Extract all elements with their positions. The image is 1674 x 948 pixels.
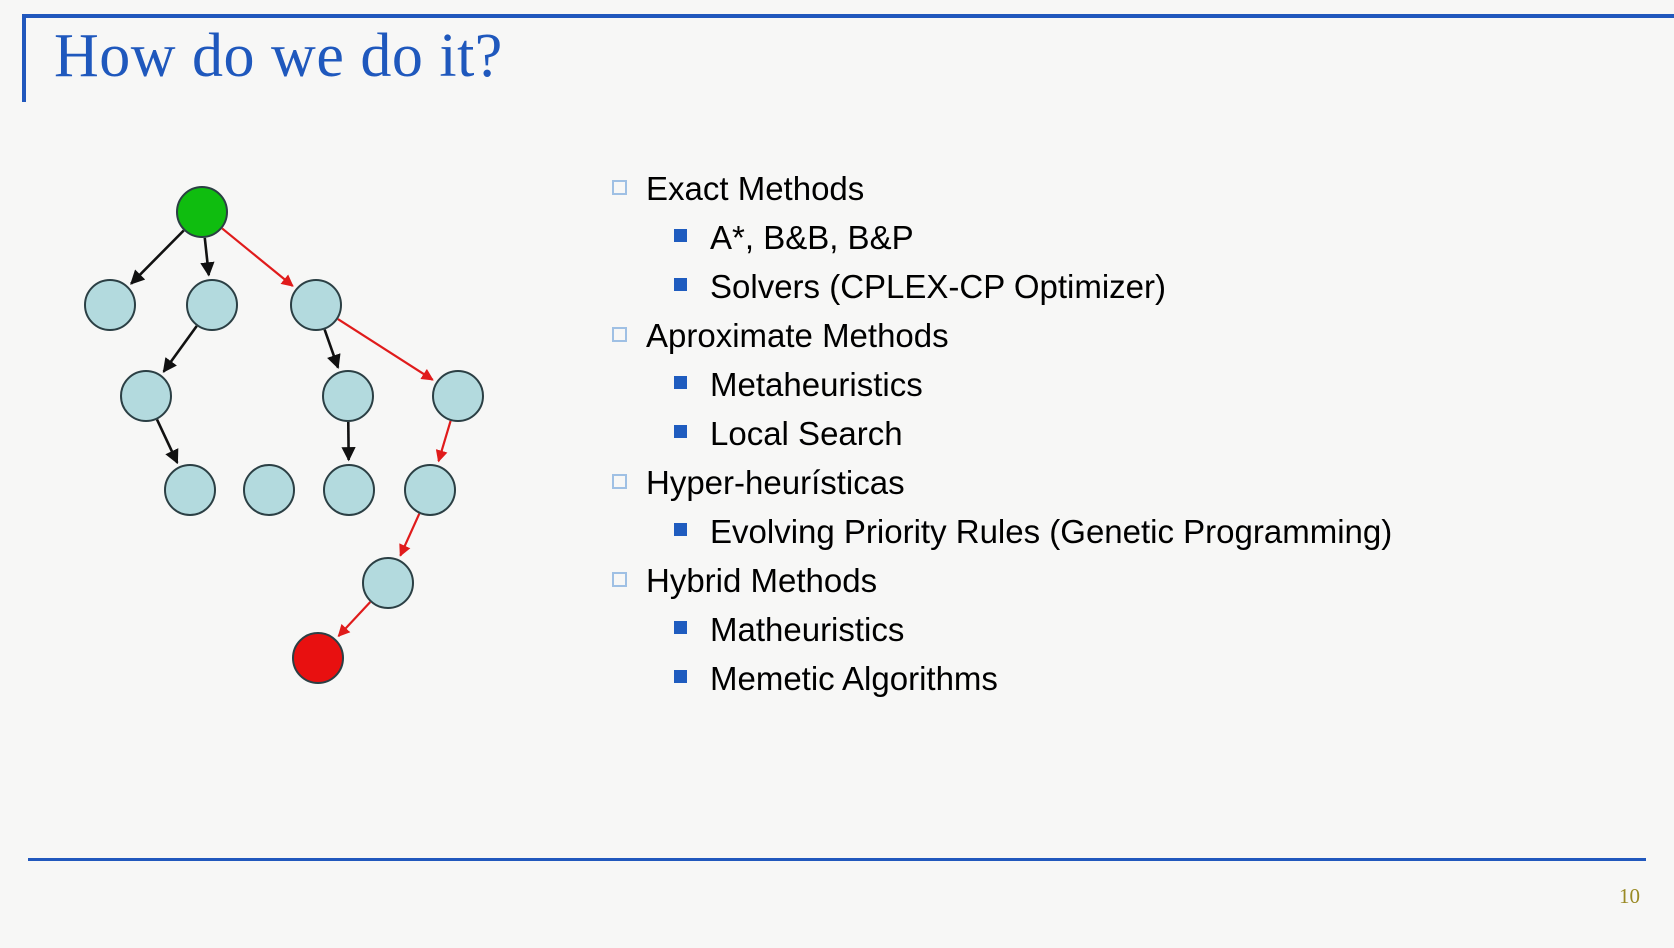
bullet-item: Local Search (612, 409, 1652, 458)
bullet-label: Local Search (710, 415, 903, 452)
tree-node (404, 464, 456, 516)
bullet-label: Hyper-heurísticas (646, 464, 905, 501)
tree-node (186, 279, 238, 331)
title-rule-top (22, 14, 1674, 18)
bullet-label: Aproximate Methods (646, 317, 949, 354)
bullet-item: A*, B&B, B&P (612, 213, 1652, 262)
bullet-label: Exact Methods (646, 170, 865, 207)
bullet-label: A*, B&B, B&P (710, 219, 914, 256)
tree-node (432, 370, 484, 422)
bullet-label: Solvers (CPLEX-CP Optimizer) (710, 268, 1166, 305)
bullet-label: Hybrid Methods (646, 562, 878, 599)
tree-node-root (176, 186, 228, 238)
tree-node (362, 557, 414, 609)
bullet-item: Memetic Algorithms (612, 654, 1652, 703)
tree-edge (155, 418, 179, 465)
bullet-label: Metaheuristics (710, 366, 923, 403)
search-tree-diagram (40, 150, 560, 710)
bullet-label: Evolving Priority Rules (Genetic Program… (710, 513, 1393, 550)
tree-node (164, 464, 216, 516)
tree-edge-path (337, 601, 372, 637)
bullet-item: Aproximate Methods (612, 311, 1652, 360)
bullet-item: Matheuristics (612, 605, 1652, 654)
tree-edge-path (435, 420, 452, 463)
bullet-item: Metaheuristics (612, 360, 1652, 409)
title-rule-left (22, 14, 26, 102)
bullet-label: Matheuristics (710, 611, 905, 648)
bullet-item: Hybrid Methods (612, 556, 1652, 605)
bullet-item: Solvers (CPLEX-CP Optimizer) (612, 262, 1652, 311)
tree-node (243, 464, 295, 516)
footer-rule (28, 858, 1646, 861)
tree-node (323, 464, 375, 516)
bullet-label: Memetic Algorithms (710, 660, 998, 697)
tree-edge (323, 329, 341, 370)
tree-edge (162, 325, 198, 373)
bullet-item: Evolving Priority Rules (Genetic Program… (612, 507, 1652, 556)
tree-edge (200, 237, 215, 277)
tree-node (84, 279, 136, 331)
tree-edges (130, 227, 452, 637)
page-number: 10 (1619, 884, 1640, 908)
tree-node (322, 370, 374, 422)
search-tree-svg (84, 186, 484, 684)
tree-edge-path (399, 513, 421, 557)
tree-node-goal (292, 632, 344, 684)
tree-node (290, 279, 342, 331)
tree-nodes (84, 186, 484, 684)
tree-edge-path (337, 318, 434, 381)
bullet-item: Exact Methods (612, 164, 1652, 213)
page-title: How do we do it? (54, 22, 503, 90)
tree-edge-path (221, 227, 294, 287)
bullet-item: Hyper-heurísticas (612, 458, 1652, 507)
tree-node (120, 370, 172, 422)
tree-edge (130, 229, 185, 285)
